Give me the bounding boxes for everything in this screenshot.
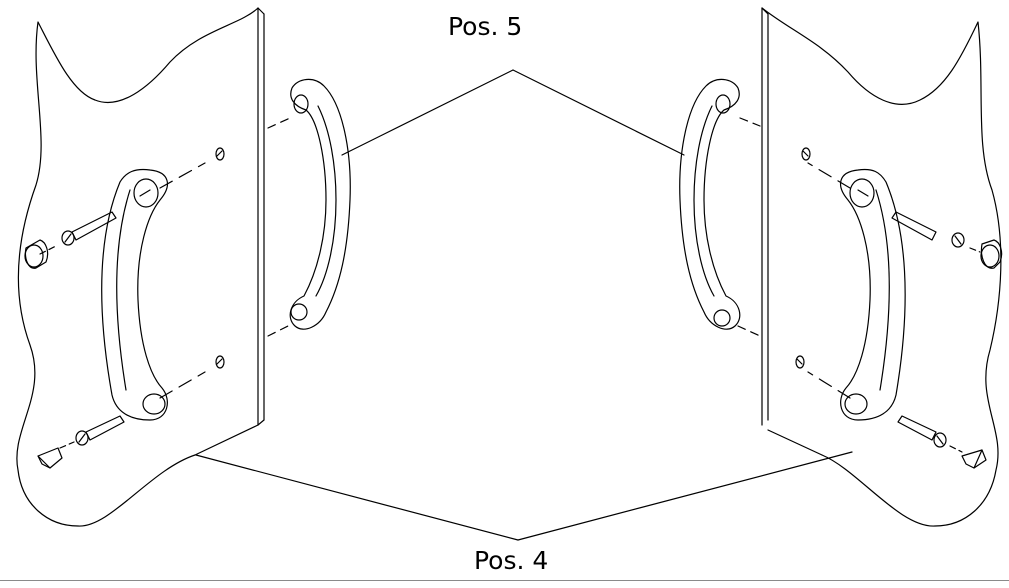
right-loose-handle (679, 78, 761, 337)
pos5-leader-lines (341, 69, 685, 156)
left-door-panel (16, 7, 265, 527)
left-fastener-set (24, 147, 225, 469)
right-fastener-set (795, 147, 1003, 469)
pos-5-label: Pos. 5 (448, 12, 523, 41)
right-door-panel (761, 7, 1002, 527)
left-loose-handle (267, 78, 351, 337)
right-mounted-handle (840, 168, 906, 421)
bottom-divider (0, 580, 1009, 581)
left-mounted-handle (101, 168, 168, 421)
pos4-leader-lines (195, 451, 853, 541)
pos-4-label: Pos. 4 (474, 546, 549, 575)
